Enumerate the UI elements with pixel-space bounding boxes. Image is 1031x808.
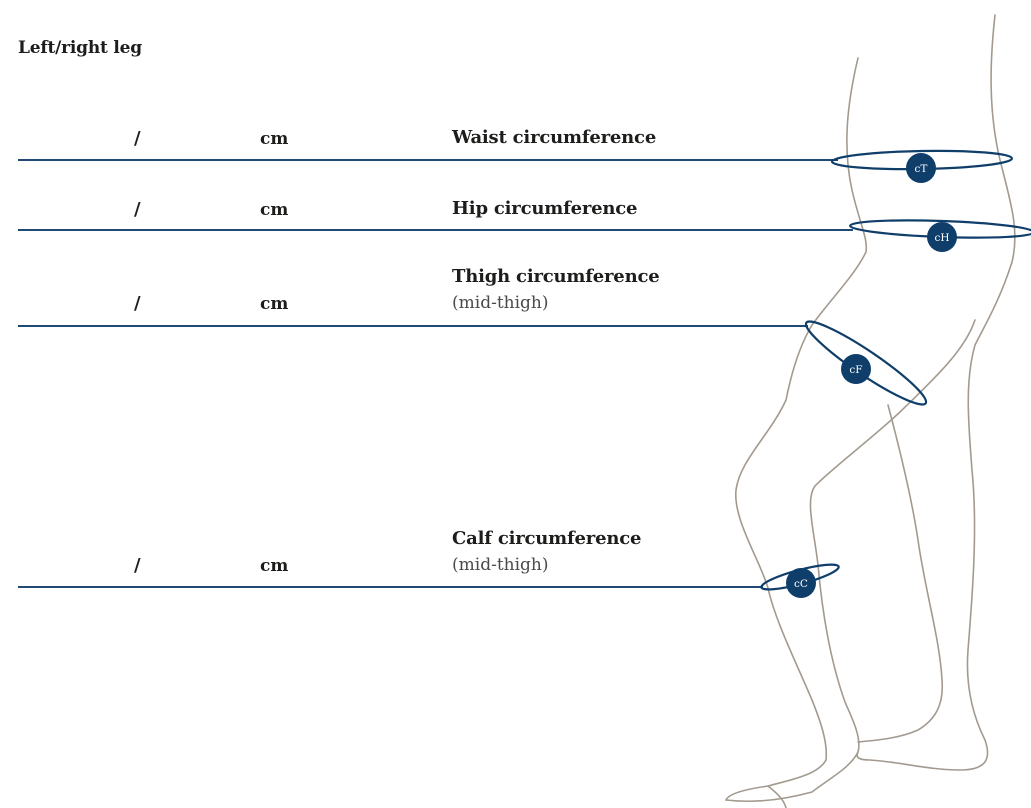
unit-label: cm <box>260 556 289 576</box>
marker-label-cc: cC <box>794 578 808 590</box>
measurement-label: Hip circumference <box>452 198 638 219</box>
measurement-label: Thigh circumference <box>452 266 660 287</box>
unit-label: cm <box>260 294 289 314</box>
unit-label: cm <box>260 129 289 149</box>
marker-label-cf: cF <box>849 364 862 376</box>
unit-label: cm <box>260 200 289 220</box>
value-separator: / <box>134 293 141 314</box>
marker-ch: cH <box>927 222 957 252</box>
measurement-loops <box>760 149 1031 591</box>
marker-cc: cC <box>786 568 816 598</box>
marker-ct: cT <box>906 153 936 183</box>
input-line-calf[interactable] <box>18 586 763 588</box>
measurement-label: Waist circumference <box>452 127 657 148</box>
marker-badge <box>906 153 936 183</box>
value-separator: / <box>134 199 141 220</box>
input-line-hip[interactable] <box>18 229 853 231</box>
marker-badge <box>927 222 957 252</box>
page-title: Left/right leg <box>18 38 142 58</box>
input-line-thigh[interactable] <box>18 325 808 327</box>
marker-badge <box>841 354 871 384</box>
value-separator: / <box>134 128 141 149</box>
measurement-sublabel: (mid-thigh) <box>452 293 549 313</box>
marker-badge <box>786 568 816 598</box>
marker-label-ch: cH <box>934 232 949 244</box>
leg-outline <box>725 14 1016 808</box>
measurement-sublabel: (mid-thigh) <box>452 555 549 575</box>
input-line-waist[interactable] <box>18 159 838 161</box>
marker-cf: cF <box>841 354 871 384</box>
value-separator: / <box>134 555 141 576</box>
measurement-label: Calf circumference <box>452 528 642 549</box>
marker-label-ct: cT <box>915 163 928 175</box>
